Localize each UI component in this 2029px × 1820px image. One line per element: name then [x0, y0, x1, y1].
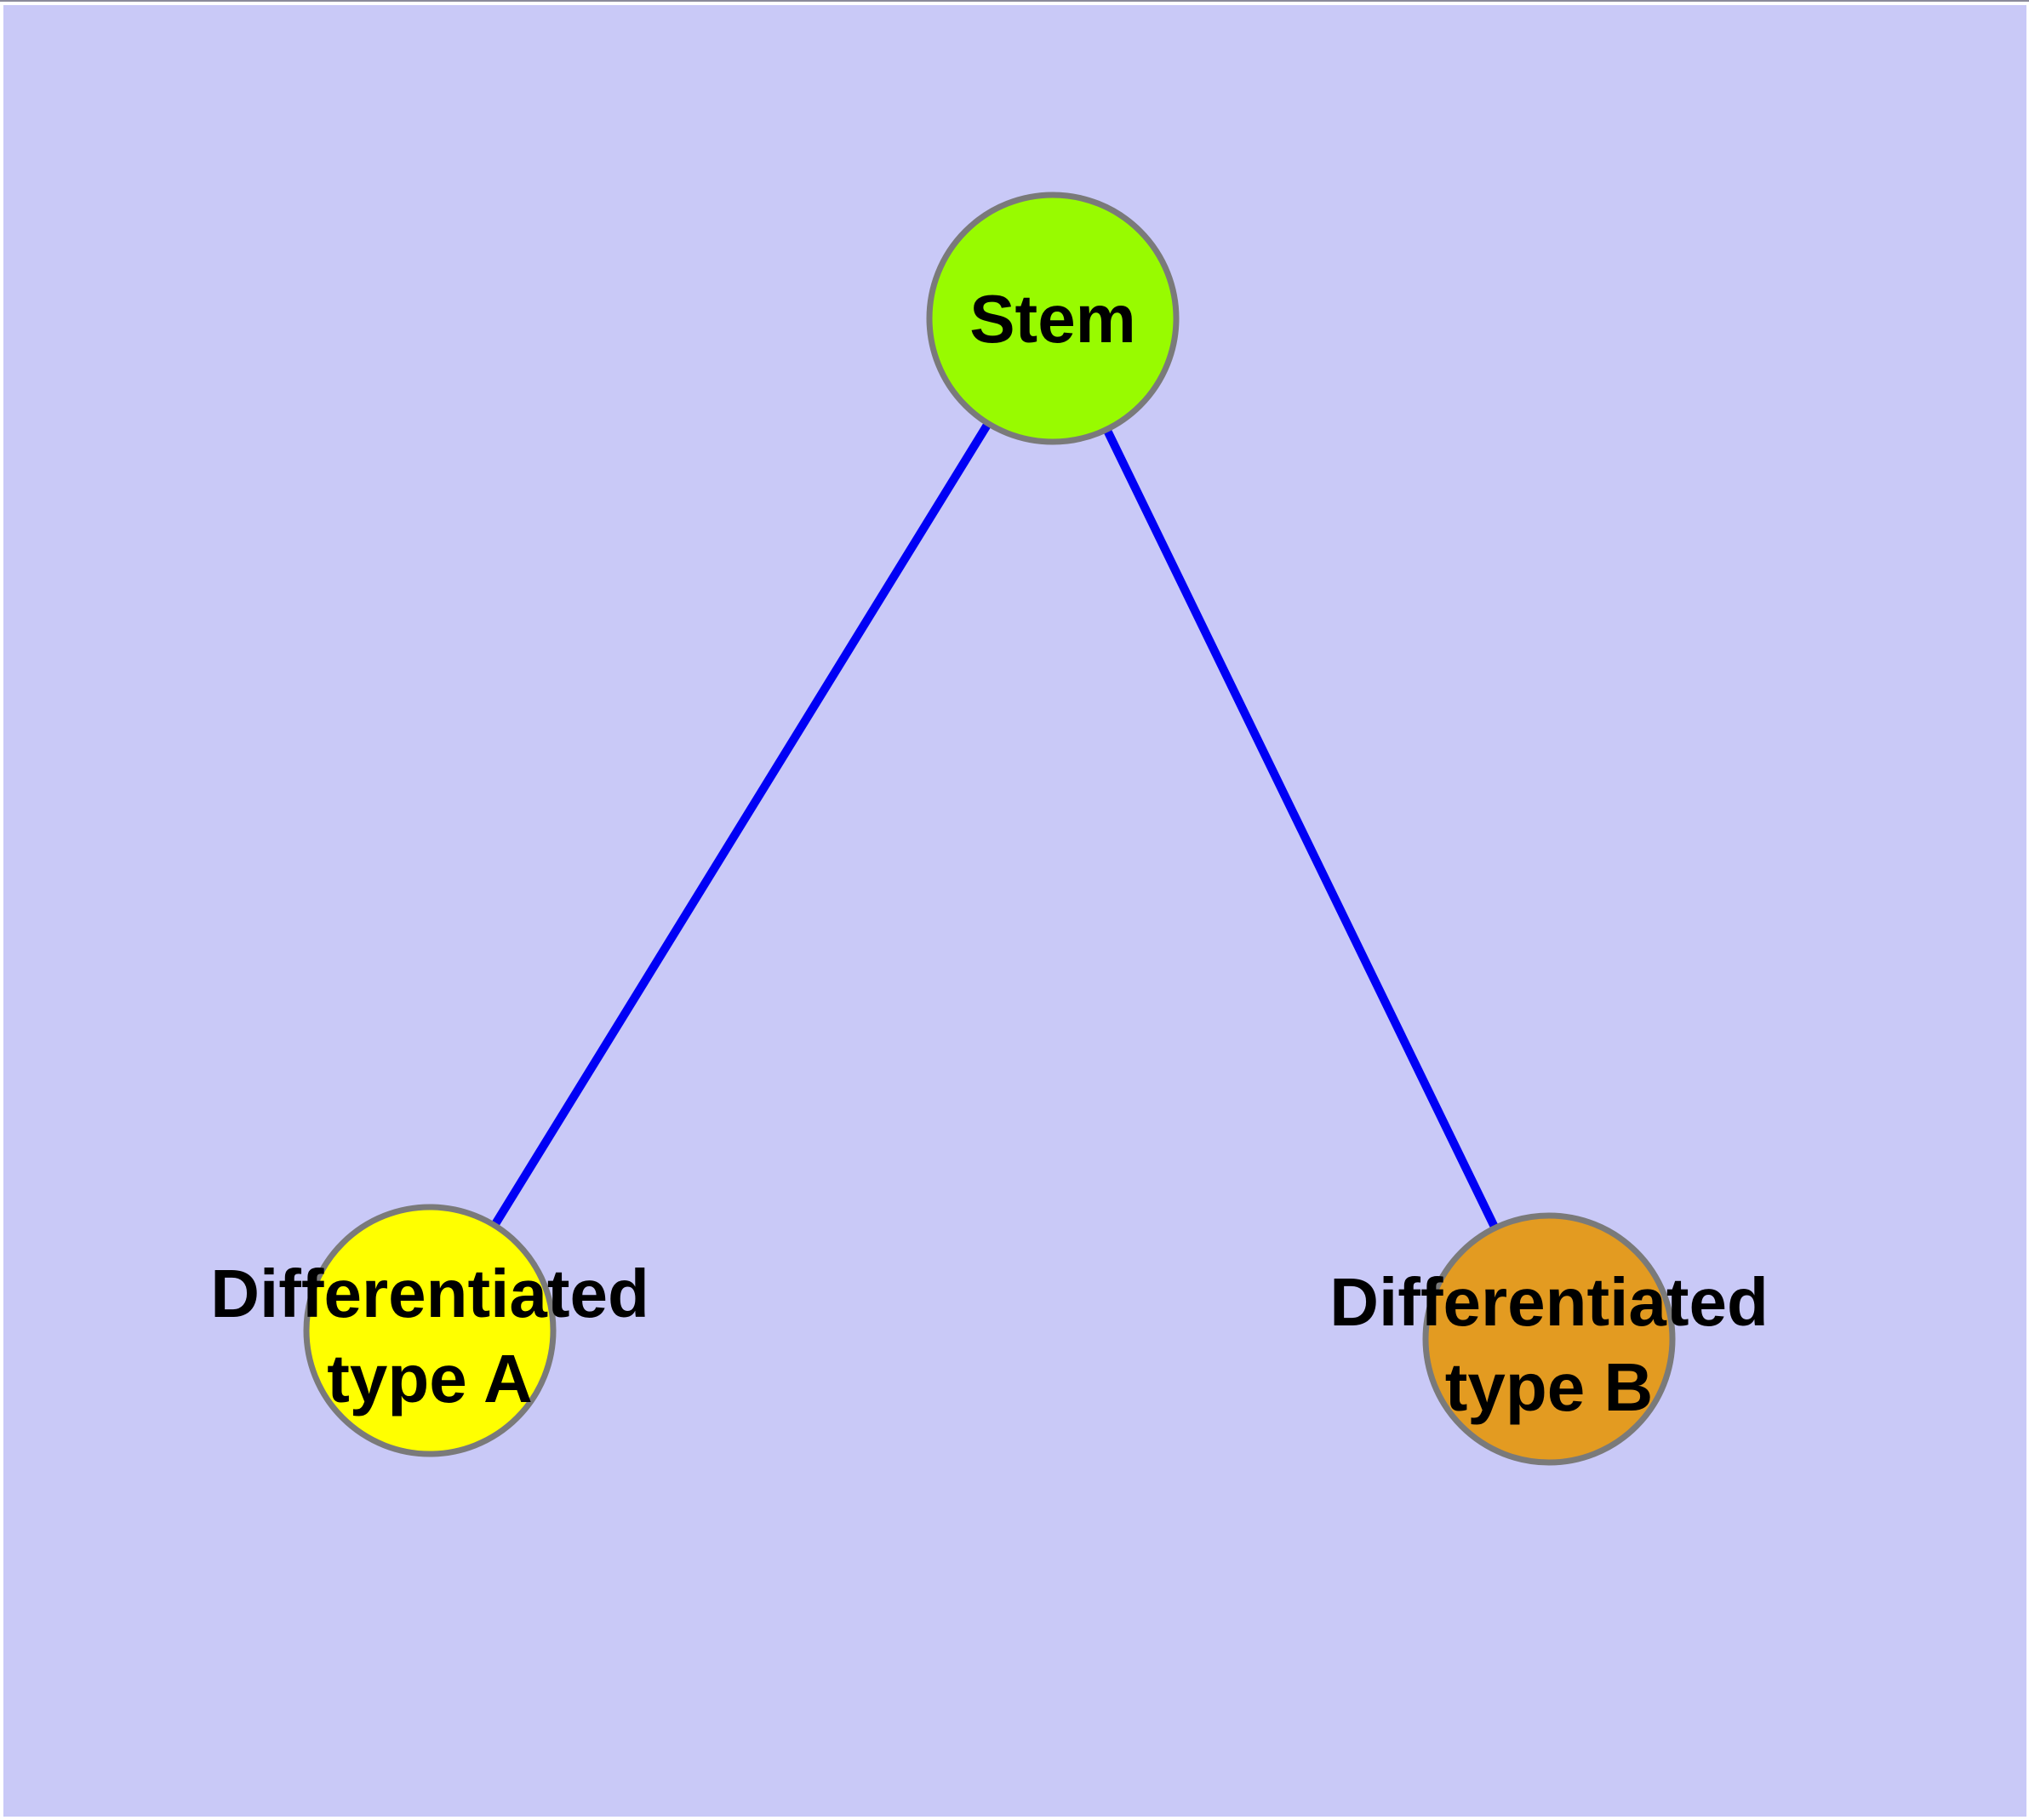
node-type-a-label-line2: type A — [327, 1341, 533, 1417]
node-type-b-label-line1: Differentiated — [1329, 1264, 1769, 1340]
node-type-a-label-line1: Differentiated — [210, 1256, 649, 1331]
window-top-border — [0, 0, 2029, 2]
edge-stem-to-type-a — [426, 314, 1057, 1335]
node-type-b-label-line2: type B — [1445, 1349, 1654, 1425]
edge-stem-to-type-b — [1049, 314, 1553, 1343]
node-differentiated-type-b — [1422, 1212, 1676, 1466]
node-differentiated-type-a — [303, 1204, 557, 1457]
node-stem-label: Stem — [969, 281, 1136, 357]
node-stem — [926, 192, 1180, 445]
